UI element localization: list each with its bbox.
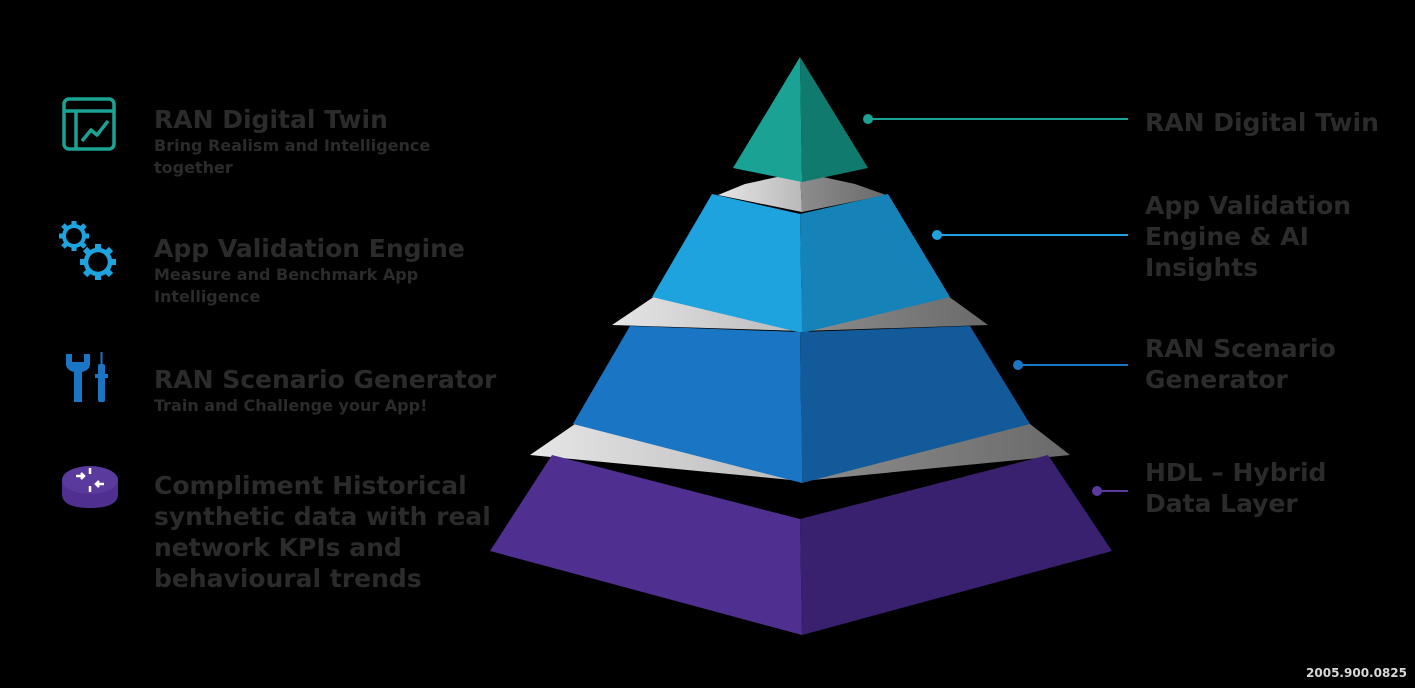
item-title: RAN Digital Twin xyxy=(154,105,388,134)
layer-label-3: RAN Scenario Generator xyxy=(1145,333,1405,395)
layer-label-4: HDL – Hybrid Data Layer xyxy=(1145,457,1405,519)
item-subtitle: Measure and Benchmark App Intelligence xyxy=(154,265,419,306)
item-body-line: network KPIs and xyxy=(154,533,402,562)
router-icon xyxy=(62,466,118,508)
layer-label-line: RAN Scenario xyxy=(1145,334,1336,363)
item-body-line: behavioural trends xyxy=(154,564,422,593)
item-body-line: synthetic data with real xyxy=(154,502,491,531)
item-subtitle: Bring Realism and Intelligence together xyxy=(154,136,431,177)
separator-slab-1 xyxy=(718,172,886,212)
gears-icon xyxy=(59,221,116,280)
item-title: App Validation Engine xyxy=(154,234,465,263)
item-subtitle: Train and Challenge your App! xyxy=(154,396,428,415)
connector-layer-1 xyxy=(863,114,1128,124)
pyramid-layer-2 xyxy=(652,194,950,333)
layer-label-line: Data Layer xyxy=(1145,489,1298,518)
pyramid-layer-1 xyxy=(733,57,868,182)
layer-label-2: App Validation Engine & AI Insights xyxy=(1145,190,1405,283)
layer-label-line: App Validation xyxy=(1145,191,1352,220)
connector-layer-3 xyxy=(1013,360,1128,370)
chart-window-icon xyxy=(62,97,116,151)
pyramid-layer-4 xyxy=(490,455,1112,635)
layer-label-line: RAN Digital Twin xyxy=(1145,108,1379,137)
layer-label-line: HDL – Hybrid xyxy=(1145,458,1327,487)
layer-label-line: Insights xyxy=(1145,253,1259,282)
tools-icon xyxy=(66,352,108,402)
layer-label-1: RAN Digital Twin xyxy=(1145,107,1405,138)
connector-layer-2 xyxy=(932,230,1128,240)
item-body-line: Compliment Historical xyxy=(154,471,467,500)
layer-label-line: Engine & AI xyxy=(1145,222,1309,251)
layer-label-line: Generator xyxy=(1145,365,1288,394)
item-title: RAN Scenario Generator xyxy=(154,365,497,394)
pyramid-layer-3 xyxy=(573,326,1030,483)
document-number: 2005.900.0825 xyxy=(1306,666,1407,680)
connector-layer-4 xyxy=(1092,486,1128,496)
